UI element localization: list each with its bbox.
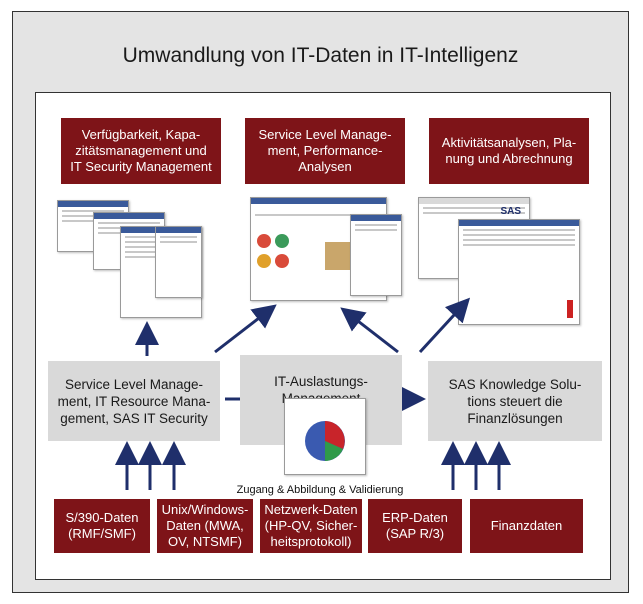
- arrow-diagonal-center: [340, 307, 399, 354]
- arrow-diagonal-right: [418, 297, 471, 354]
- top-box-activity-analysis: Aktivitätsanalysen, Pla- nung und Abrech…: [429, 118, 589, 184]
- report-screenshot-right-2: [458, 219, 580, 325]
- report-screenshot-left-4: [155, 226, 202, 298]
- source-box-erp: ERP-Daten (SAP R/3): [368, 499, 462, 553]
- sas-logo: SAS: [500, 206, 521, 217]
- diagram-title: Umwandlung von IT-Daten in IT-Intelligen…: [122, 44, 519, 67]
- arrow-diagonal-left: [214, 304, 277, 354]
- middle-box-sas-knowledge: SAS Knowledge Solu- tions steuert die Fi…: [428, 361, 602, 441]
- report-screenshot-center-side: [350, 214, 402, 296]
- top-box-availability: Verfügbarkeit, Kapa- zitätsmanagement un…: [61, 118, 221, 184]
- pie-chart-screenshot: [284, 398, 366, 475]
- access-mapping-label: Zugang & Abbildung & Validierung: [236, 484, 404, 496]
- source-box-network: Netzwerk-Daten (HP-QV, Sicher- heitsprot…: [260, 499, 362, 553]
- source-box-s390: S/390-Daten (RMF/SMF): [54, 499, 150, 553]
- middle-box-service-level: Service Level Manage- ment, IT Resource …: [48, 361, 220, 441]
- pie-chart-icon: [305, 421, 345, 461]
- top-box-service-level: Service Level Manage- ment, Performance-…: [245, 118, 405, 184]
- source-box-unix-windows: Unix/Windows- Daten (MWA, OV, NTSMF): [157, 499, 253, 553]
- source-box-finance: Finanzdaten: [470, 499, 583, 553]
